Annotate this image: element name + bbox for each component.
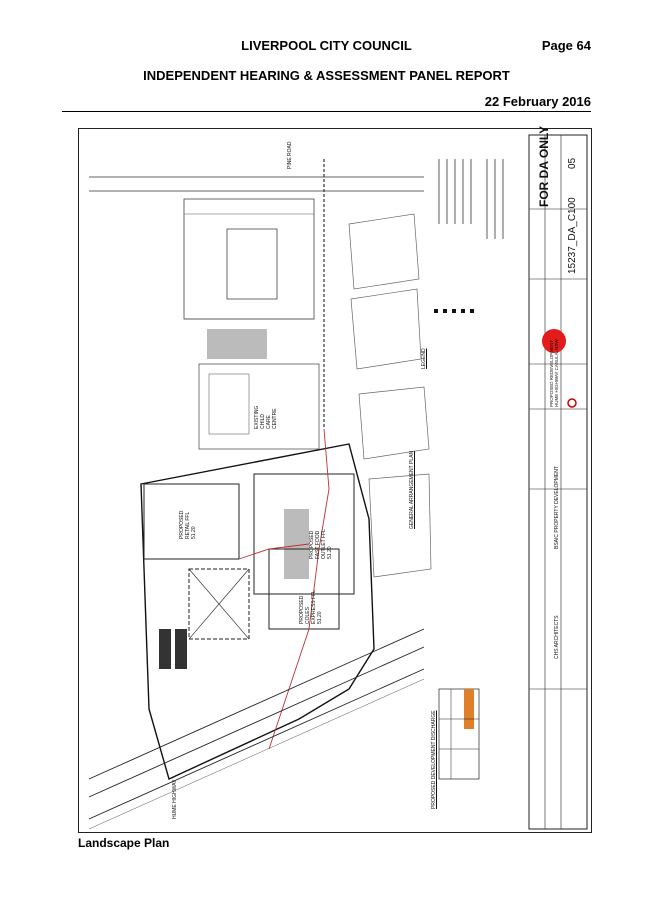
figure-caption: Landscape Plan <box>78 836 170 850</box>
coles-label: PROPOSED COLES EXPRESS FFL 51.20 <box>299 590 323 624</box>
hume-highway-label: HUME HIGHWAY <box>172 779 178 819</box>
page-number: Page 64 <box>541 38 591 53</box>
council-name: LIVERPOOL CITY COUNCIL <box>241 38 412 53</box>
report-title: INDEPENDENT HEARING & ASSESSMENT PANEL R… <box>143 68 510 83</box>
for-da-only-label: FOR DA ONLY <box>537 125 551 207</box>
project-title: PROPOSED REDEVELOPMENT HUME HIGHWAY CASU… <box>549 339 559 407</box>
landscape-plan-drawing: FOR DA ONLY 15237_DA_C100 05 PROPOSED RE… <box>78 125 592 833</box>
plan-svg <box>88 134 588 830</box>
architect-name: CHS ARCHITECTS <box>554 615 560 659</box>
childcare-label: EXISTING CHILD CARE CENTRE <box>254 405 278 429</box>
revision-number: 05 <box>567 157 578 169</box>
client-name: BSAIC PROPERTY DEVELOPMENT <box>554 466 560 549</box>
plan-title: GENERAL ARRANGEMENT PLAN <box>409 450 415 529</box>
fast-food-label: PROPOSED FAST FOOD OUTLET FFL 51.20 <box>309 529 333 559</box>
report-date: 22 February 2016 <box>484 94 591 109</box>
stamp-seal <box>542 329 566 353</box>
legend-title: LEGEND <box>421 348 427 369</box>
discharge-title: PROPOSED DEVELOPMENT DISCHARGE <box>431 710 437 809</box>
retail-label: PROPOSED RETAIL FFL 51.20 <box>179 510 197 539</box>
pine-road-label: PINE ROAD <box>287 141 293 169</box>
header-rule <box>62 111 591 112</box>
drawing-number: 15237_DA_C100 <box>567 197 578 274</box>
